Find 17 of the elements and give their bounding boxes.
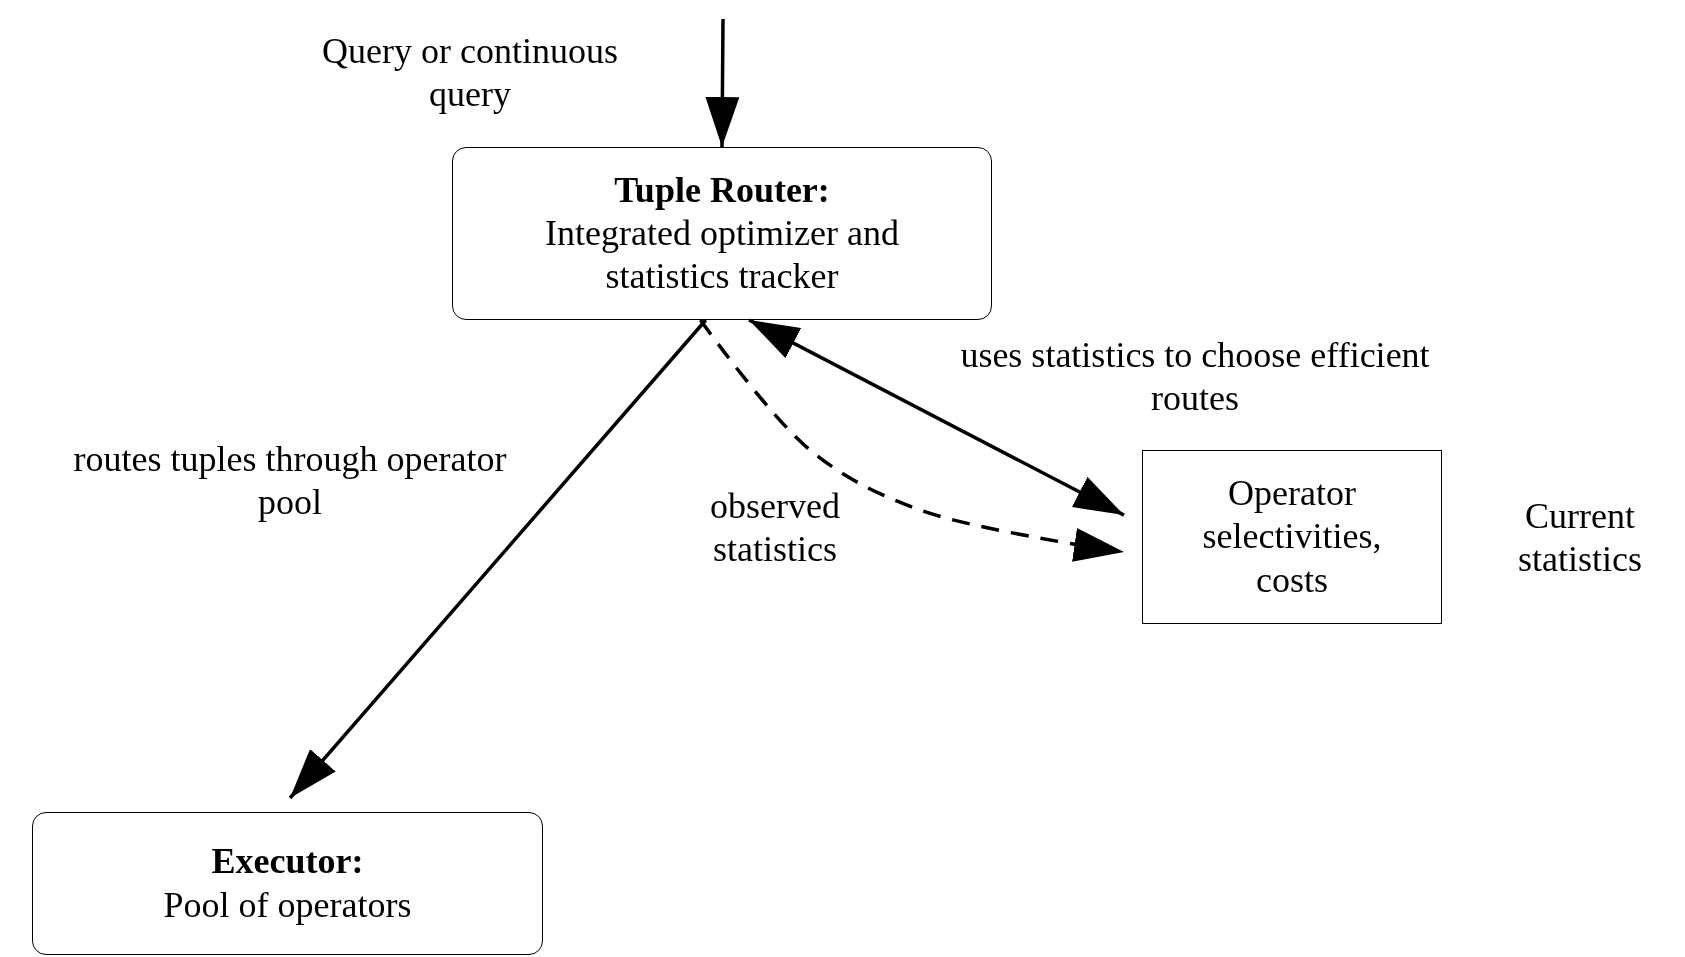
side-note: Current statistics <box>1517 495 1643 582</box>
arrow <box>288 318 708 800</box>
process-box <box>32 812 543 955</box>
box-text: Pool of operators <box>163 883 412 927</box>
edge-label: routes tuples through operator pool <box>72 438 508 525</box>
edge-label: observed statistics <box>709 485 841 572</box>
arrow <box>705 19 740 147</box>
box-heading: Executor: <box>211 840 364 884</box>
box-heading: Tuple Router: <box>614 168 830 212</box>
dashed-arrow <box>699 318 1125 562</box>
box-text: Operator selectivities, costs <box>1201 472 1383 602</box>
data-box <box>1142 450 1442 624</box>
edge-label: Query or continuous query <box>321 30 619 117</box>
arrow <box>748 318 1125 517</box>
box-text: Integrated optimizer and statistics tracker <box>544 211 900 299</box>
process-box <box>452 147 992 320</box>
edge-label: uses statistics to choose efficient routes <box>960 334 1430 421</box>
